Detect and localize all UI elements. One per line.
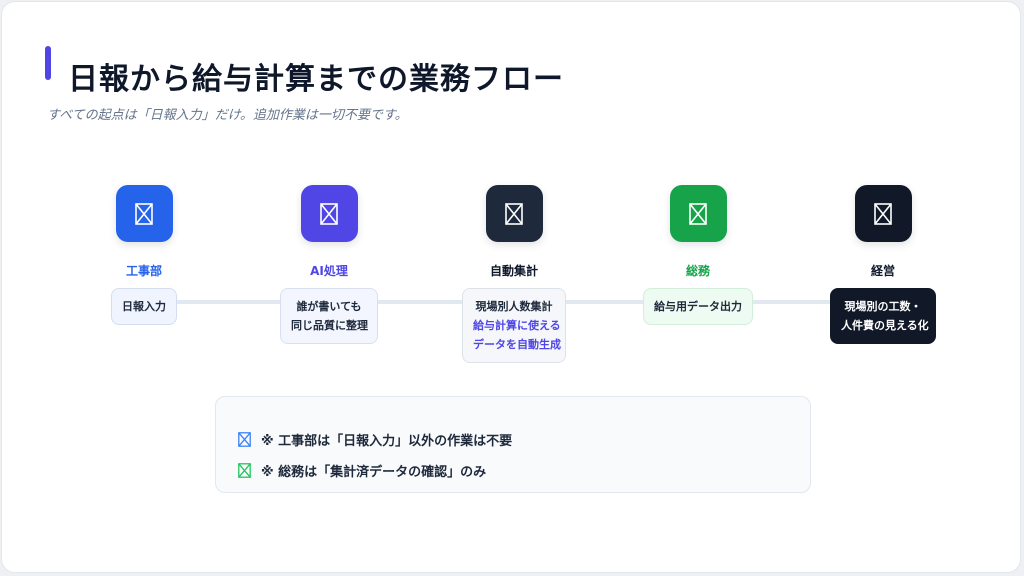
step-description: 現場別の工数・ [844, 300, 922, 313]
note-text: ※ 総務は「集計済データの確認」のみ [261, 465, 487, 480]
notes-panel: ※ 工事部は「日報入力」以外の作業は不要 ※ 総務は「集計済データの確認」のみ [215, 396, 811, 493]
flow-step-koujibu: 工事部 日報入力 [64, 185, 224, 325]
image-placeholder-icon [238, 463, 251, 478]
image-placeholder-icon [485, 185, 543, 242]
step-label: 経営 [870, 264, 895, 278]
image-placeholder-icon [854, 185, 912, 242]
image-placeholder-icon [115, 185, 173, 242]
image-placeholder-icon [669, 185, 727, 242]
flow-step-ai: AI処理 誰が書いても 同じ品質に整理 [249, 185, 409, 344]
flow-step-keiei: 経営 現場別の工数・ 人件費の見える化 [803, 185, 963, 344]
step-description-box: 現場別の工数・ 人件費の見える化 [830, 288, 936, 344]
step-label: 総務 [685, 264, 710, 278]
note-item: ※ 総務は「集計済データの確認」のみ [238, 461, 486, 480]
step-highlight: データを自動生成 [473, 338, 561, 351]
page-subtitle: すべての起点は「日報入力」だけ。追加作業は一切不要です。 [47, 108, 408, 123]
step-label: AI処理 [310, 264, 348, 278]
page-title: 日報から給与計算までの業務フロー [68, 62, 564, 97]
step-label: 工事部 [125, 264, 162, 278]
step-description-box: 誰が書いても 同じ品質に整理 [280, 288, 378, 344]
step-description: 現場別人数集計 [475, 300, 553, 313]
step-description: 誰が書いても [296, 300, 362, 313]
step-description: 同じ品質に整理 [291, 319, 368, 332]
image-placeholder-icon [238, 432, 251, 447]
step-description: 給与用データ出力 [654, 300, 742, 313]
step-description: 日報入力 [122, 300, 166, 313]
step-description-box: 日報入力 [111, 288, 177, 325]
flow-step-auto-aggregate: 自動集計 現場別人数集計 給与計算に使える データを自動生成 [434, 185, 594, 363]
step-label: 自動集計 [489, 264, 538, 278]
step-highlight: 給与計算に使える [473, 319, 561, 332]
step-description: 人件費の見える化 [841, 319, 929, 332]
image-placeholder-icon [300, 185, 358, 242]
note-text: ※ 工事部は「日報入力」以外の作業は不要 [261, 434, 513, 449]
note-item: ※ 工事部は「日報入力」以外の作業は不要 [238, 430, 512, 449]
title-accent-bar [45, 46, 51, 80]
step-description-box: 給与用データ出力 [643, 288, 753, 325]
step-description-box: 現場別人数集計 給与計算に使える データを自動生成 [462, 288, 566, 363]
flow-step-soumu: 総務 給与用データ出力 [618, 185, 778, 325]
